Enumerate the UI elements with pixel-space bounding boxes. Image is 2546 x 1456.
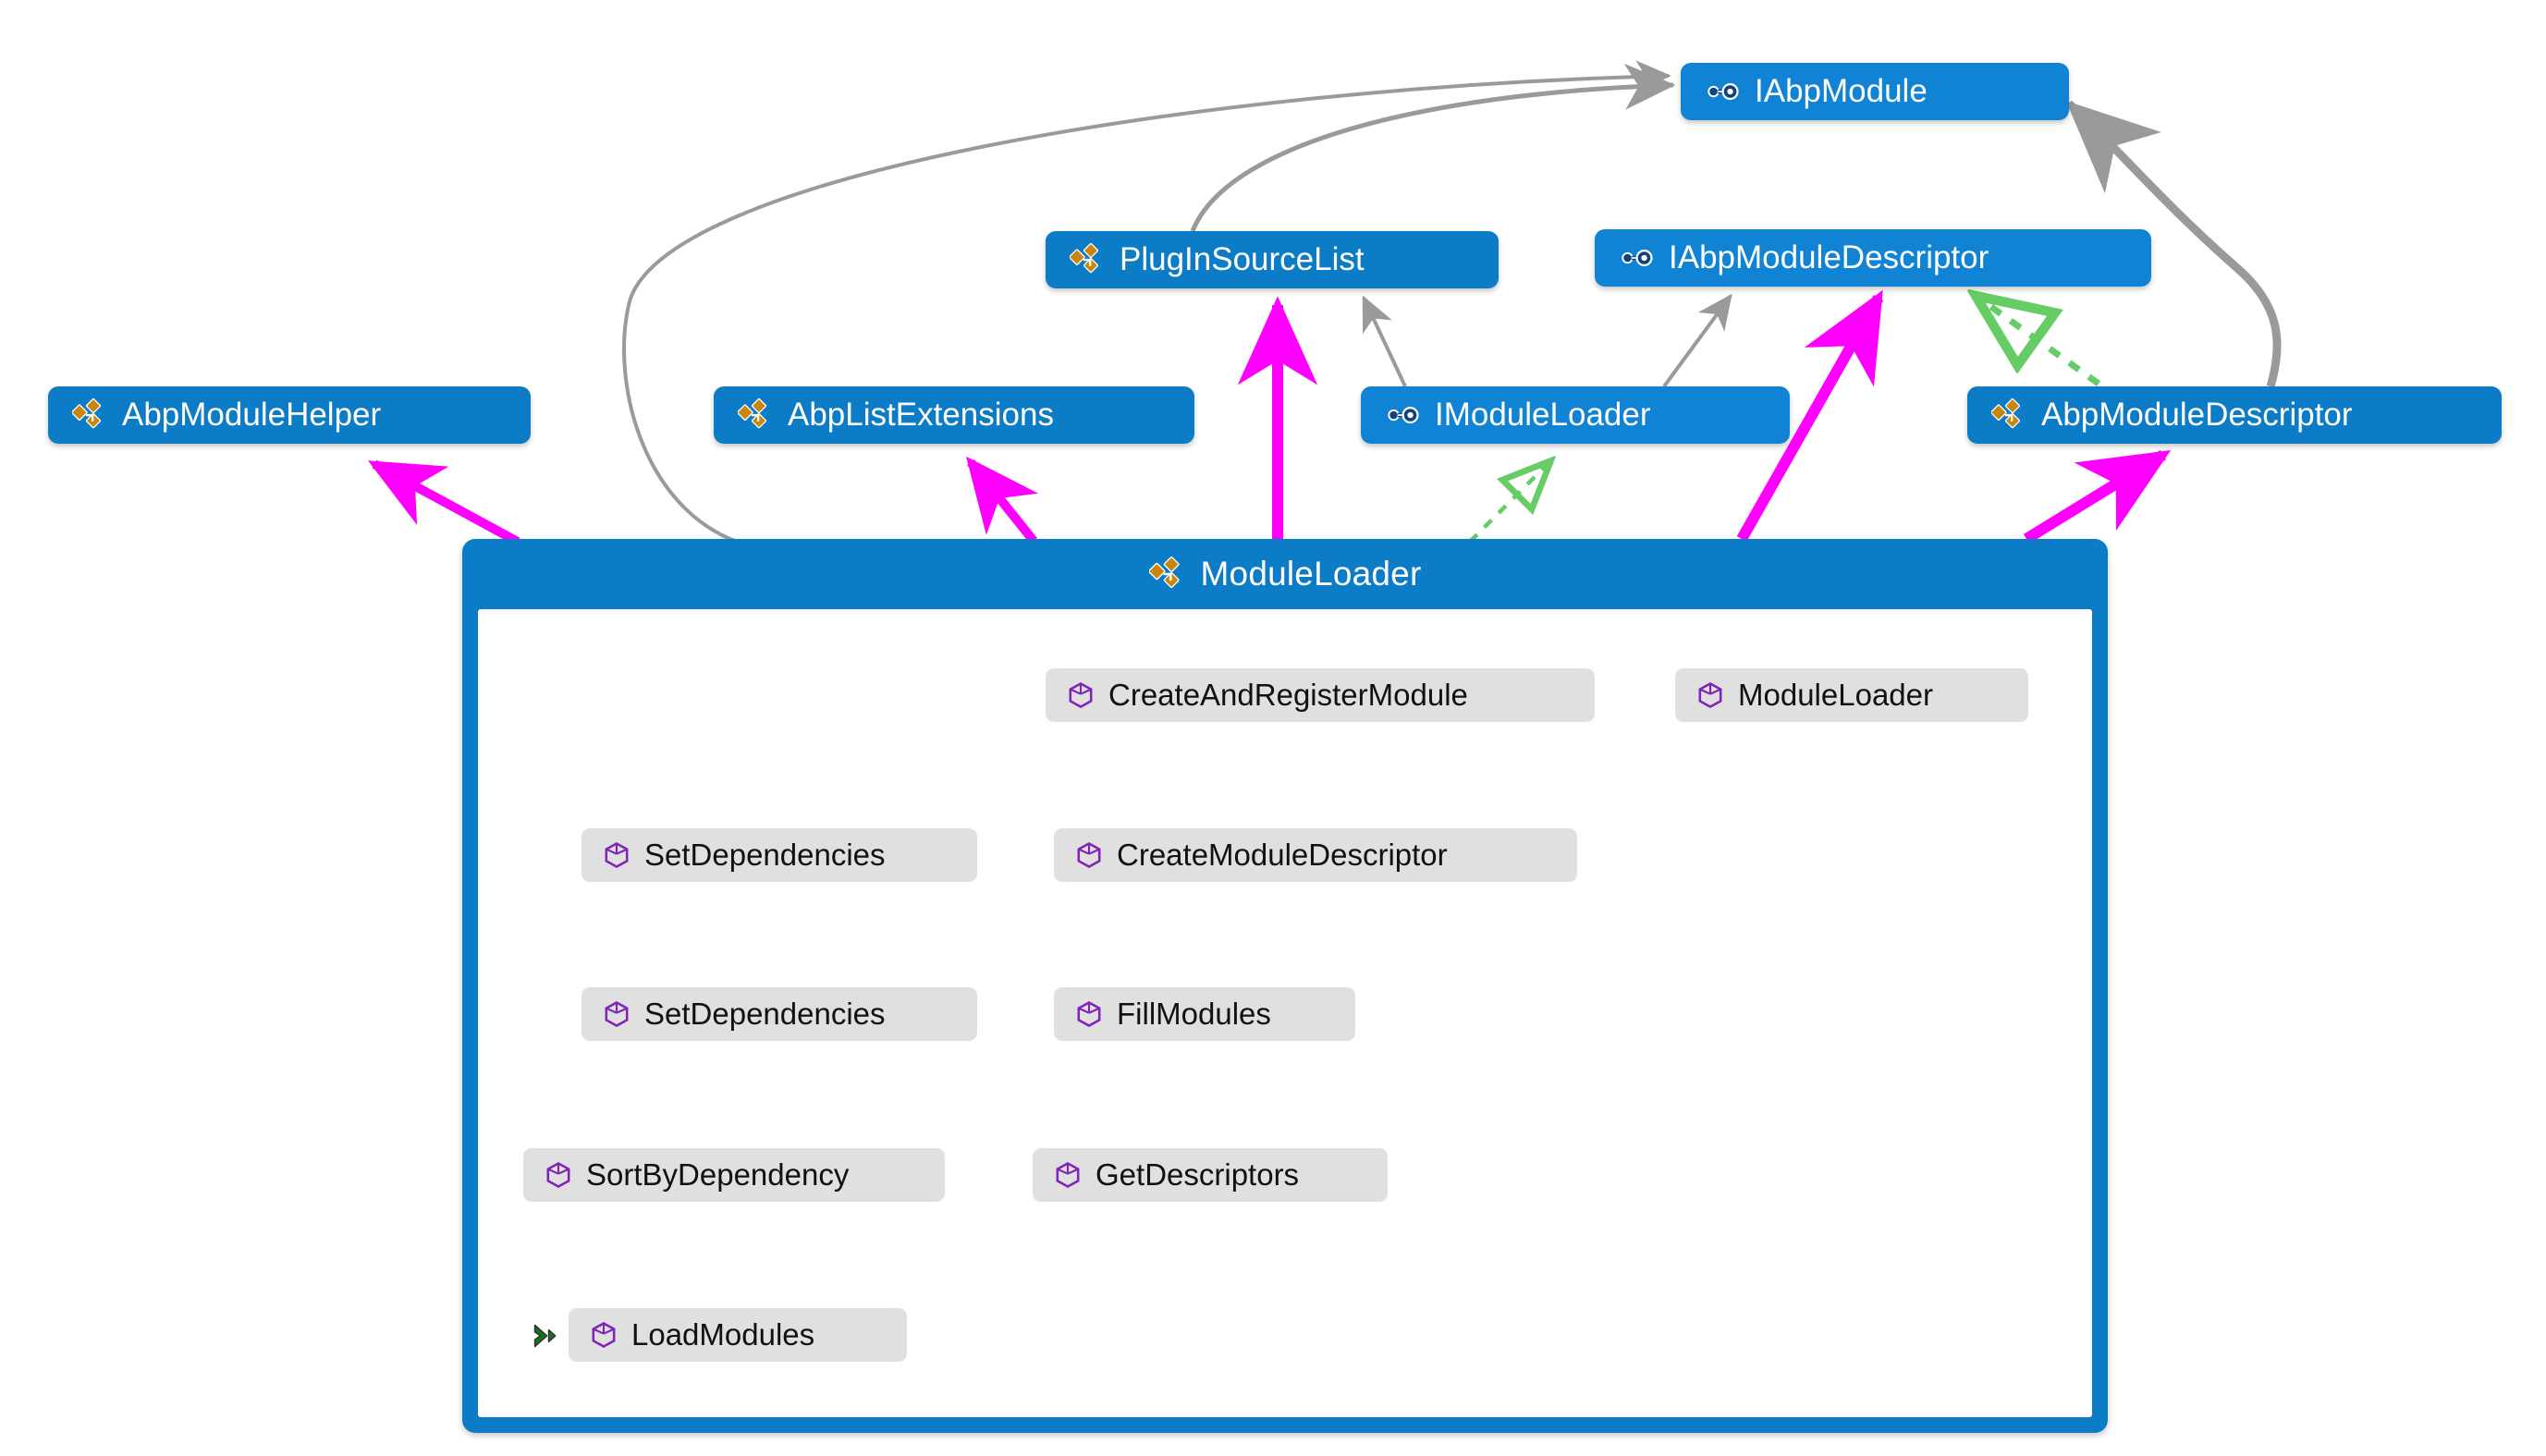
method-createandregistermodule[interactable]: CreateAndRegisterModule: [1046, 668, 1595, 722]
edge-imoduleloader-to-iabpmoduledescriptor: [1662, 293, 1732, 388]
method-icon: [1695, 680, 1725, 710]
interface-icon: [1619, 240, 1654, 275]
method-setdependencies-b[interactable]: SetDependencies: [581, 987, 977, 1041]
method-loadmodules[interactable]: LoadModules: [569, 1308, 907, 1362]
method-icon: [602, 999, 631, 1029]
method-label: ModuleLoader: [1738, 678, 1933, 712]
method-label: CreateAndRegisterModule: [1108, 678, 1468, 712]
class-icon: [72, 398, 107, 433]
edge-container-to-abpmodulehelper: [367, 459, 520, 546]
method-icon: [1053, 1160, 1083, 1190]
node-label: AbpModuleDescriptor: [2041, 397, 2353, 433]
node-imoduleloader[interactable]: IModuleLoader: [1361, 386, 1790, 444]
class-icon: [1148, 556, 1186, 593]
method-label: SetDependencies: [644, 997, 886, 1031]
edge-pluginsourcelist-to-iabpmodule: [1190, 63, 1676, 232]
node-label: AbpModuleHelper: [122, 397, 382, 433]
node-iabpmoduledescriptor[interactable]: IAbpModuleDescriptor: [1595, 229, 2151, 287]
method-label: SetDependencies: [644, 838, 886, 872]
method-label: CreateModuleDescriptor: [1117, 838, 1448, 872]
node-abpmoduledescriptor[interactable]: AbpModuleDescriptor: [1967, 386, 2502, 444]
method-icon: [1074, 840, 1104, 870]
node-abplistextensions[interactable]: AbpListExtensions: [714, 386, 1194, 444]
entry-point-marker-icon: [530, 1320, 561, 1352]
class-icon: [1070, 242, 1105, 277]
edge-imoduleloader-to-pluginsourcelist: [1362, 295, 1407, 387]
method-label: LoadModules: [631, 1317, 815, 1352]
node-pluginsourcelist[interactable]: PlugInSourceList: [1046, 231, 1499, 288]
node-label: PlugInSourceList: [1120, 241, 1365, 277]
method-moduleloader-ctor[interactable]: ModuleLoader: [1675, 668, 2028, 722]
node-label: IModuleLoader: [1435, 397, 1651, 433]
method-icon: [544, 1160, 573, 1190]
edge-container-to-abpmoduledescriptor: [2023, 449, 2172, 544]
node-abpmodulehelper[interactable]: AbpModuleHelper: [48, 386, 531, 444]
node-iabpmodule[interactable]: IAbpModule: [1681, 63, 2069, 120]
group-title: ModuleLoader: [1200, 555, 1422, 593]
method-getdescriptors[interactable]: GetDescriptors: [1033, 1148, 1388, 1202]
class-icon: [738, 398, 773, 433]
node-label: AbpListExtensions: [788, 397, 1054, 433]
method-fillmodules[interactable]: FillModules: [1054, 987, 1355, 1041]
node-label: IAbpModuleDescriptor: [1669, 239, 1989, 275]
edge-container-implements-imoduleloader: [1468, 462, 1549, 544]
method-createmoduledescriptor[interactable]: CreateModuleDescriptor: [1054, 828, 1577, 882]
node-label: IAbpModule: [1755, 73, 1928, 109]
method-sortbydependency[interactable]: SortByDependency: [523, 1148, 945, 1202]
edge-abpmoduledescriptor-implements-iabpmoduledescriptor: [1978, 298, 2101, 386]
group-header: ModuleLoader: [462, 539, 2108, 609]
interface-icon: [1385, 398, 1420, 433]
method-setdependencies-a[interactable]: SetDependencies: [581, 828, 977, 882]
method-icon: [1066, 680, 1096, 710]
method-icon: [1074, 999, 1104, 1029]
method-icon: [589, 1320, 618, 1350]
edge-container-to-abplistextensions: [966, 456, 1039, 544]
method-label: GetDescriptors: [1096, 1157, 1300, 1192]
method-label: SortByDependency: [586, 1157, 850, 1192]
method-icon: [602, 840, 631, 870]
interface-icon: [1705, 74, 1740, 109]
method-label: FillModules: [1117, 997, 1271, 1031]
class-icon: [1991, 398, 2026, 433]
edge-container-to-iabpmodule: [622, 60, 1671, 547]
